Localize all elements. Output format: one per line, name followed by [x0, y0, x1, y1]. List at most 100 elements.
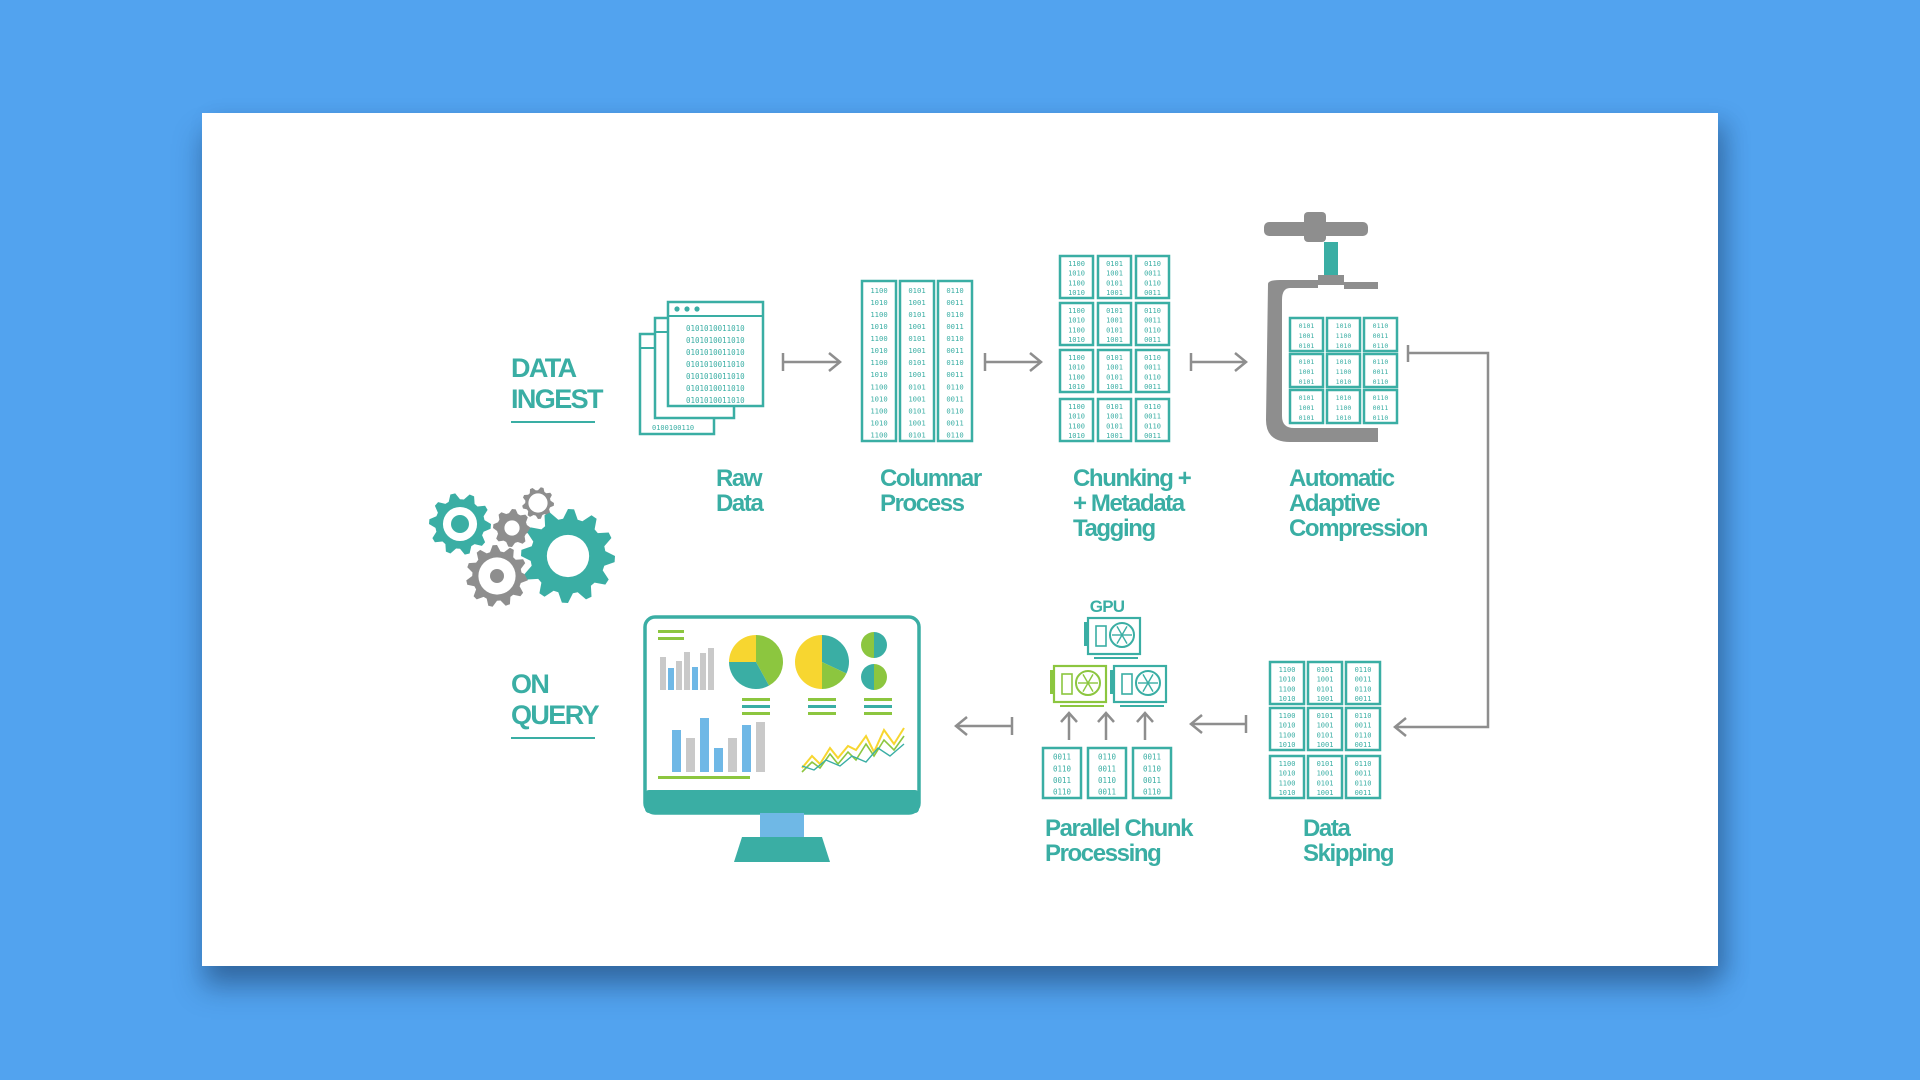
gpu-bracket: [1050, 670, 1055, 694]
pie-slice: [874, 664, 887, 690]
binary-digits: 0110: [1355, 685, 1372, 693]
gpu-chip: [1121, 673, 1133, 695]
data-chunk: [1086, 746, 1128, 800]
binary-digits: 0011: [1373, 404, 1389, 412]
binary-digits: 1001: [1106, 383, 1123, 391]
mini-bar: [676, 661, 682, 690]
binary-digits: 1001: [1317, 722, 1334, 730]
clamp-handle-knob: [1304, 212, 1326, 242]
data-chunk: [1344, 706, 1382, 752]
return-arrow-head: [1393, 717, 1407, 737]
gpu-fan-blade: [1121, 634, 1128, 645]
binary-digits: 0101010011010: [686, 396, 745, 405]
binary-digits: 1010: [1068, 270, 1085, 278]
binary-digits: 0011: [946, 370, 963, 379]
binary-digits: 1100: [1279, 760, 1296, 768]
binary-digits: 0110: [1098, 753, 1117, 762]
monitor-stand: [734, 837, 830, 862]
legend-line: [808, 698, 836, 701]
binary-digits: 0110: [1053, 788, 1072, 797]
data-chunk: [1041, 746, 1083, 800]
gpu-cards-icon: [1050, 616, 1168, 707]
binary-digits: 0101: [1317, 779, 1334, 787]
dashboard-monitor-icon: [643, 615, 921, 862]
binary-digits: 1010: [1279, 741, 1296, 749]
binary-digits: 1010: [1279, 676, 1296, 684]
bar: [742, 725, 751, 772]
binary-digits: 0110: [1143, 788, 1162, 797]
mini-bar: [668, 668, 674, 690]
clamp-frame: [1266, 280, 1378, 442]
binary-digits: 0110: [1373, 394, 1389, 402]
data-chunk: [1306, 660, 1344, 706]
binary-digits: 1100: [870, 286, 887, 295]
binary-digits: 1100: [1336, 368, 1352, 376]
gpu-chip: [1061, 673, 1073, 695]
binary-digits: 1010: [1068, 317, 1085, 325]
monitor-neck: [760, 813, 804, 837]
binary-digits: 0011: [1098, 788, 1116, 797]
legend-line: [864, 705, 892, 708]
legend-line: [864, 698, 892, 701]
data-chunk: [1096, 348, 1133, 394]
legend-line: [808, 712, 836, 715]
data-chunk: [1325, 388, 1362, 425]
binary-digits: 0101010011010: [686, 360, 745, 369]
binary-digits: 1100: [870, 406, 887, 415]
data-chunk: [1344, 660, 1382, 706]
arrow-head: [1029, 352, 1043, 372]
legend-line: [864, 712, 892, 715]
binary-digits: 1010: [1068, 336, 1085, 344]
mini-bar: [660, 657, 666, 690]
binary-digits: 0011: [946, 394, 963, 403]
data-chunk: [1058, 397, 1095, 443]
gpu-fan-blade: [1087, 682, 1094, 693]
line-series: [801, 727, 905, 769]
gpu-fan: [1109, 622, 1135, 648]
binary-digits: 1010: [1336, 358, 1352, 366]
binary-digits: 1010: [870, 298, 887, 307]
binary-digits: 0011: [1143, 776, 1161, 785]
binary-digits: 0011: [1143, 753, 1161, 762]
data-chunk: [1325, 316, 1362, 353]
binary-digits: 0101: [1299, 394, 1315, 402]
binary-digits: 0101: [1299, 358, 1315, 366]
binary-digits: 1001: [908, 346, 925, 355]
binary-digits: 0011: [1373, 368, 1389, 376]
legend-line: [742, 712, 770, 715]
binary-digits: 1100: [870, 430, 887, 439]
legend-line: [658, 630, 684, 633]
binary-digits: 1001: [1299, 368, 1315, 376]
binary-digits: 1001: [1317, 789, 1334, 797]
binary-digits: 0011: [946, 322, 963, 331]
binary-digits: 0101: [908, 382, 925, 391]
legend-line: [658, 637, 684, 640]
binary-digits: 1001: [1106, 317, 1123, 325]
data-chunk: [1058, 301, 1095, 347]
window-dot: [674, 306, 680, 312]
data-chunk: [1306, 754, 1344, 800]
binary-digits: 0101: [1317, 712, 1334, 720]
window-dot: [684, 306, 690, 312]
binary-digits: 0011: [1355, 676, 1372, 684]
binary-digits: 1001: [1317, 676, 1334, 684]
data-ingest-underline: [511, 421, 595, 423]
binary-digits: 0101: [908, 406, 925, 415]
pie-slice: [756, 635, 783, 686]
binary-digits: 1001: [1317, 770, 1334, 778]
clamp-top-jaw: [1344, 282, 1378, 289]
binary-digits: 1001: [1317, 741, 1334, 749]
binary-digits: 0011: [1053, 776, 1071, 785]
columnar-icon: 1100101011001010110010101100101011001010…: [860, 279, 974, 443]
binary-digits: 1010: [1068, 413, 1085, 421]
line-series: [801, 743, 905, 771]
window-dot: [694, 306, 700, 312]
binary-digits: 1010: [1068, 432, 1085, 440]
binary-digits: 0011: [946, 418, 963, 427]
binary-digits: 0101: [1106, 307, 1123, 315]
gear-teal-large-hole: [546, 534, 590, 578]
